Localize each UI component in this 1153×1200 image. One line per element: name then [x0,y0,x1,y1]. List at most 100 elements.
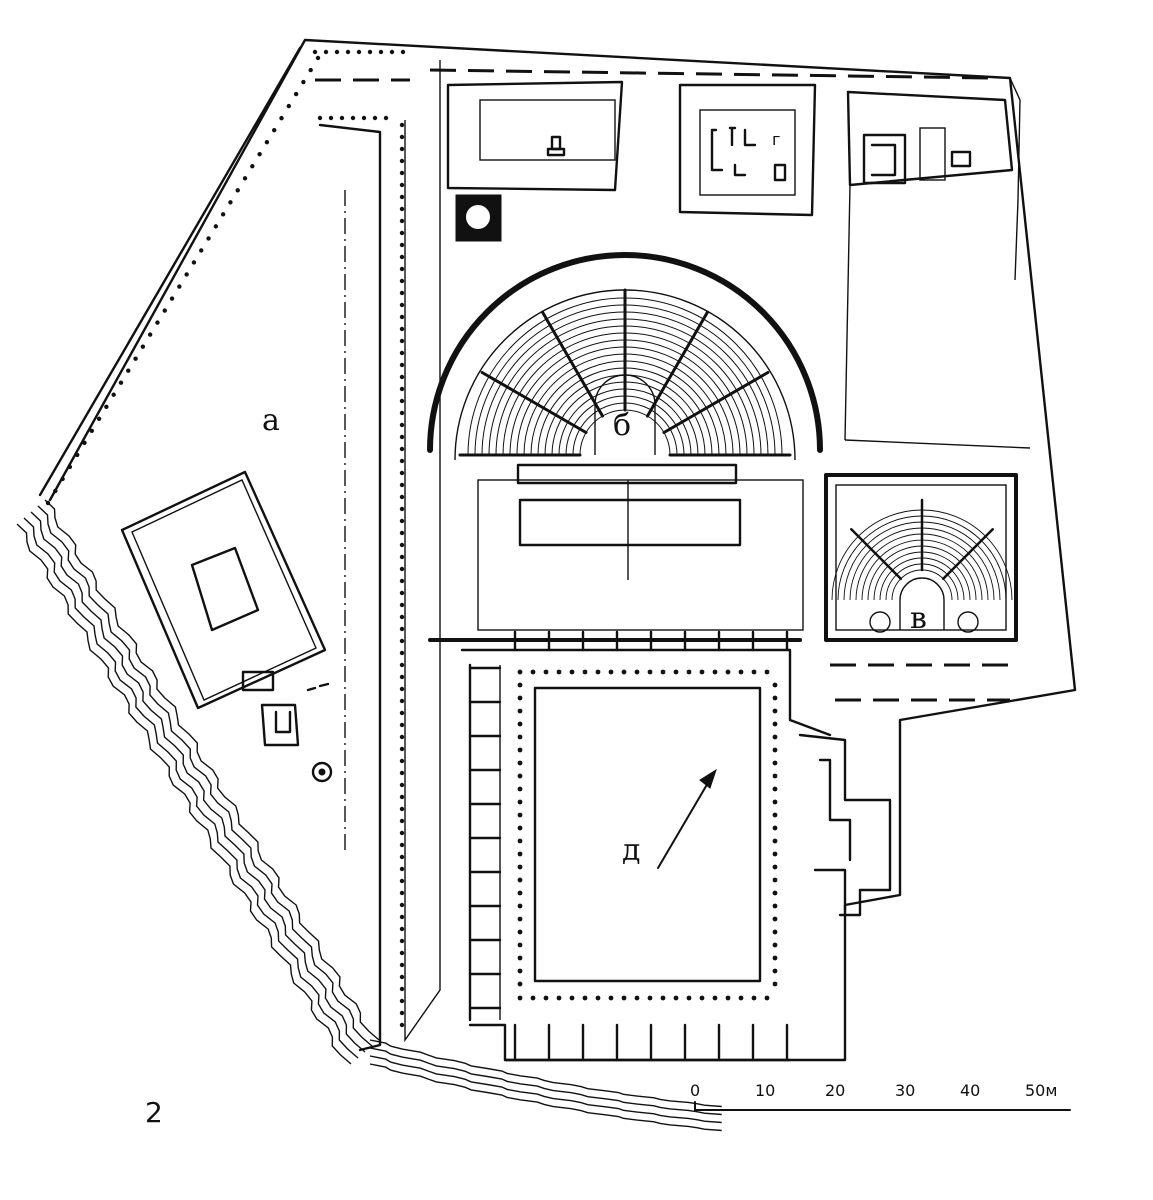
portico-column [191,260,197,265]
portico-column [399,530,405,536]
portico-column [250,164,255,169]
aisle [480,371,588,434]
peristyle-column [517,981,523,987]
portico-column [53,488,58,494]
portico-column [399,206,405,212]
portico-column [67,464,73,470]
portico-column [257,152,262,157]
peristyle-column [772,747,778,753]
portico-column [96,416,102,422]
portico-column [399,626,405,632]
temple-court: а [120,60,441,1052]
peristyle-column [772,734,778,740]
peristyle-column [660,669,666,675]
portico-column [372,115,378,121]
peristyle-column [660,995,666,1001]
rock-contour [369,1055,722,1124]
portico-column [399,242,405,248]
peristyle-column [772,708,778,714]
portico-column [399,554,405,560]
portico-column [399,482,405,488]
peristyle-column [517,721,523,727]
east-buildings [798,733,892,917]
portico-column [399,494,405,500]
scale-bar: 0 10 20 30 40 50м [690,1081,1071,1111]
portico-column [399,542,405,548]
peristyle-column [517,799,523,805]
peristyle-column [517,903,523,909]
peristyle-column [699,669,705,675]
portico-column [213,224,219,229]
portico-column [367,49,373,55]
portico-column [399,230,405,236]
portico-column [399,434,405,440]
figure-number: 2 [145,1096,163,1129]
portico-column [389,49,395,55]
coastline-rocks [16,499,722,1132]
portico-column [399,134,405,140]
peristyle-column [634,995,640,1001]
portico-column [399,1022,405,1028]
peristyle-column [772,864,778,870]
rock-contour [16,523,352,1065]
theatre-small: в [824,473,1018,702]
portico-column [399,818,405,824]
portico-column [60,476,65,482]
portico-column [350,115,356,121]
peristyle-column [751,669,757,675]
portico-column [399,218,405,224]
peristyle-column [517,734,523,740]
portico-column [399,374,405,380]
portico-column [140,344,146,349]
north-courts: г [315,68,1031,449]
peristyle-column [673,669,679,675]
portico-column [399,926,405,932]
portico-column [206,236,211,241]
rock-contour [369,1063,722,1132]
peristyle-column [517,838,523,844]
portico-column [378,49,384,55]
peristyle-column [772,942,778,948]
portico-column [399,314,405,320]
peristyle-column [608,669,614,675]
portico-column [399,170,405,176]
peristyle-column [621,995,627,1001]
rock-contour [23,517,359,1059]
peristyle-column [517,916,523,922]
portico-column [399,506,405,512]
portico-column [399,734,405,740]
portico-column [399,842,405,848]
portico-column [315,55,321,61]
portico-column [400,49,406,55]
peristyle-column [543,995,549,1001]
peristyle-column [772,799,778,805]
peristyle-column [738,995,744,1001]
peristyle-column [772,916,778,922]
portico-column [334,49,340,55]
peristyle-column [772,760,778,766]
portico-column [399,194,405,200]
scale-tick-40: 40 [960,1081,980,1100]
portico-column [399,266,405,272]
peristyle-column [738,669,744,675]
portico-column [399,350,405,356]
rock-contour [369,1039,722,1108]
portico-column [399,278,405,284]
peristyle-column [569,669,575,675]
peristyle-column [725,669,731,675]
site-boundary [38,38,1077,1062]
portico-column [286,103,292,109]
portico-column [399,638,405,644]
portico-column [399,950,405,956]
peristyle-column [772,773,778,779]
portico-column [399,830,405,836]
aisle [541,310,604,418]
peristyle-column [621,669,627,675]
portico-column [82,440,87,446]
peristyle-column [686,669,692,675]
peristyle-column [772,851,778,857]
peristyle-column [772,981,778,987]
peristyle-column [582,995,588,1001]
portico-column [399,866,405,872]
